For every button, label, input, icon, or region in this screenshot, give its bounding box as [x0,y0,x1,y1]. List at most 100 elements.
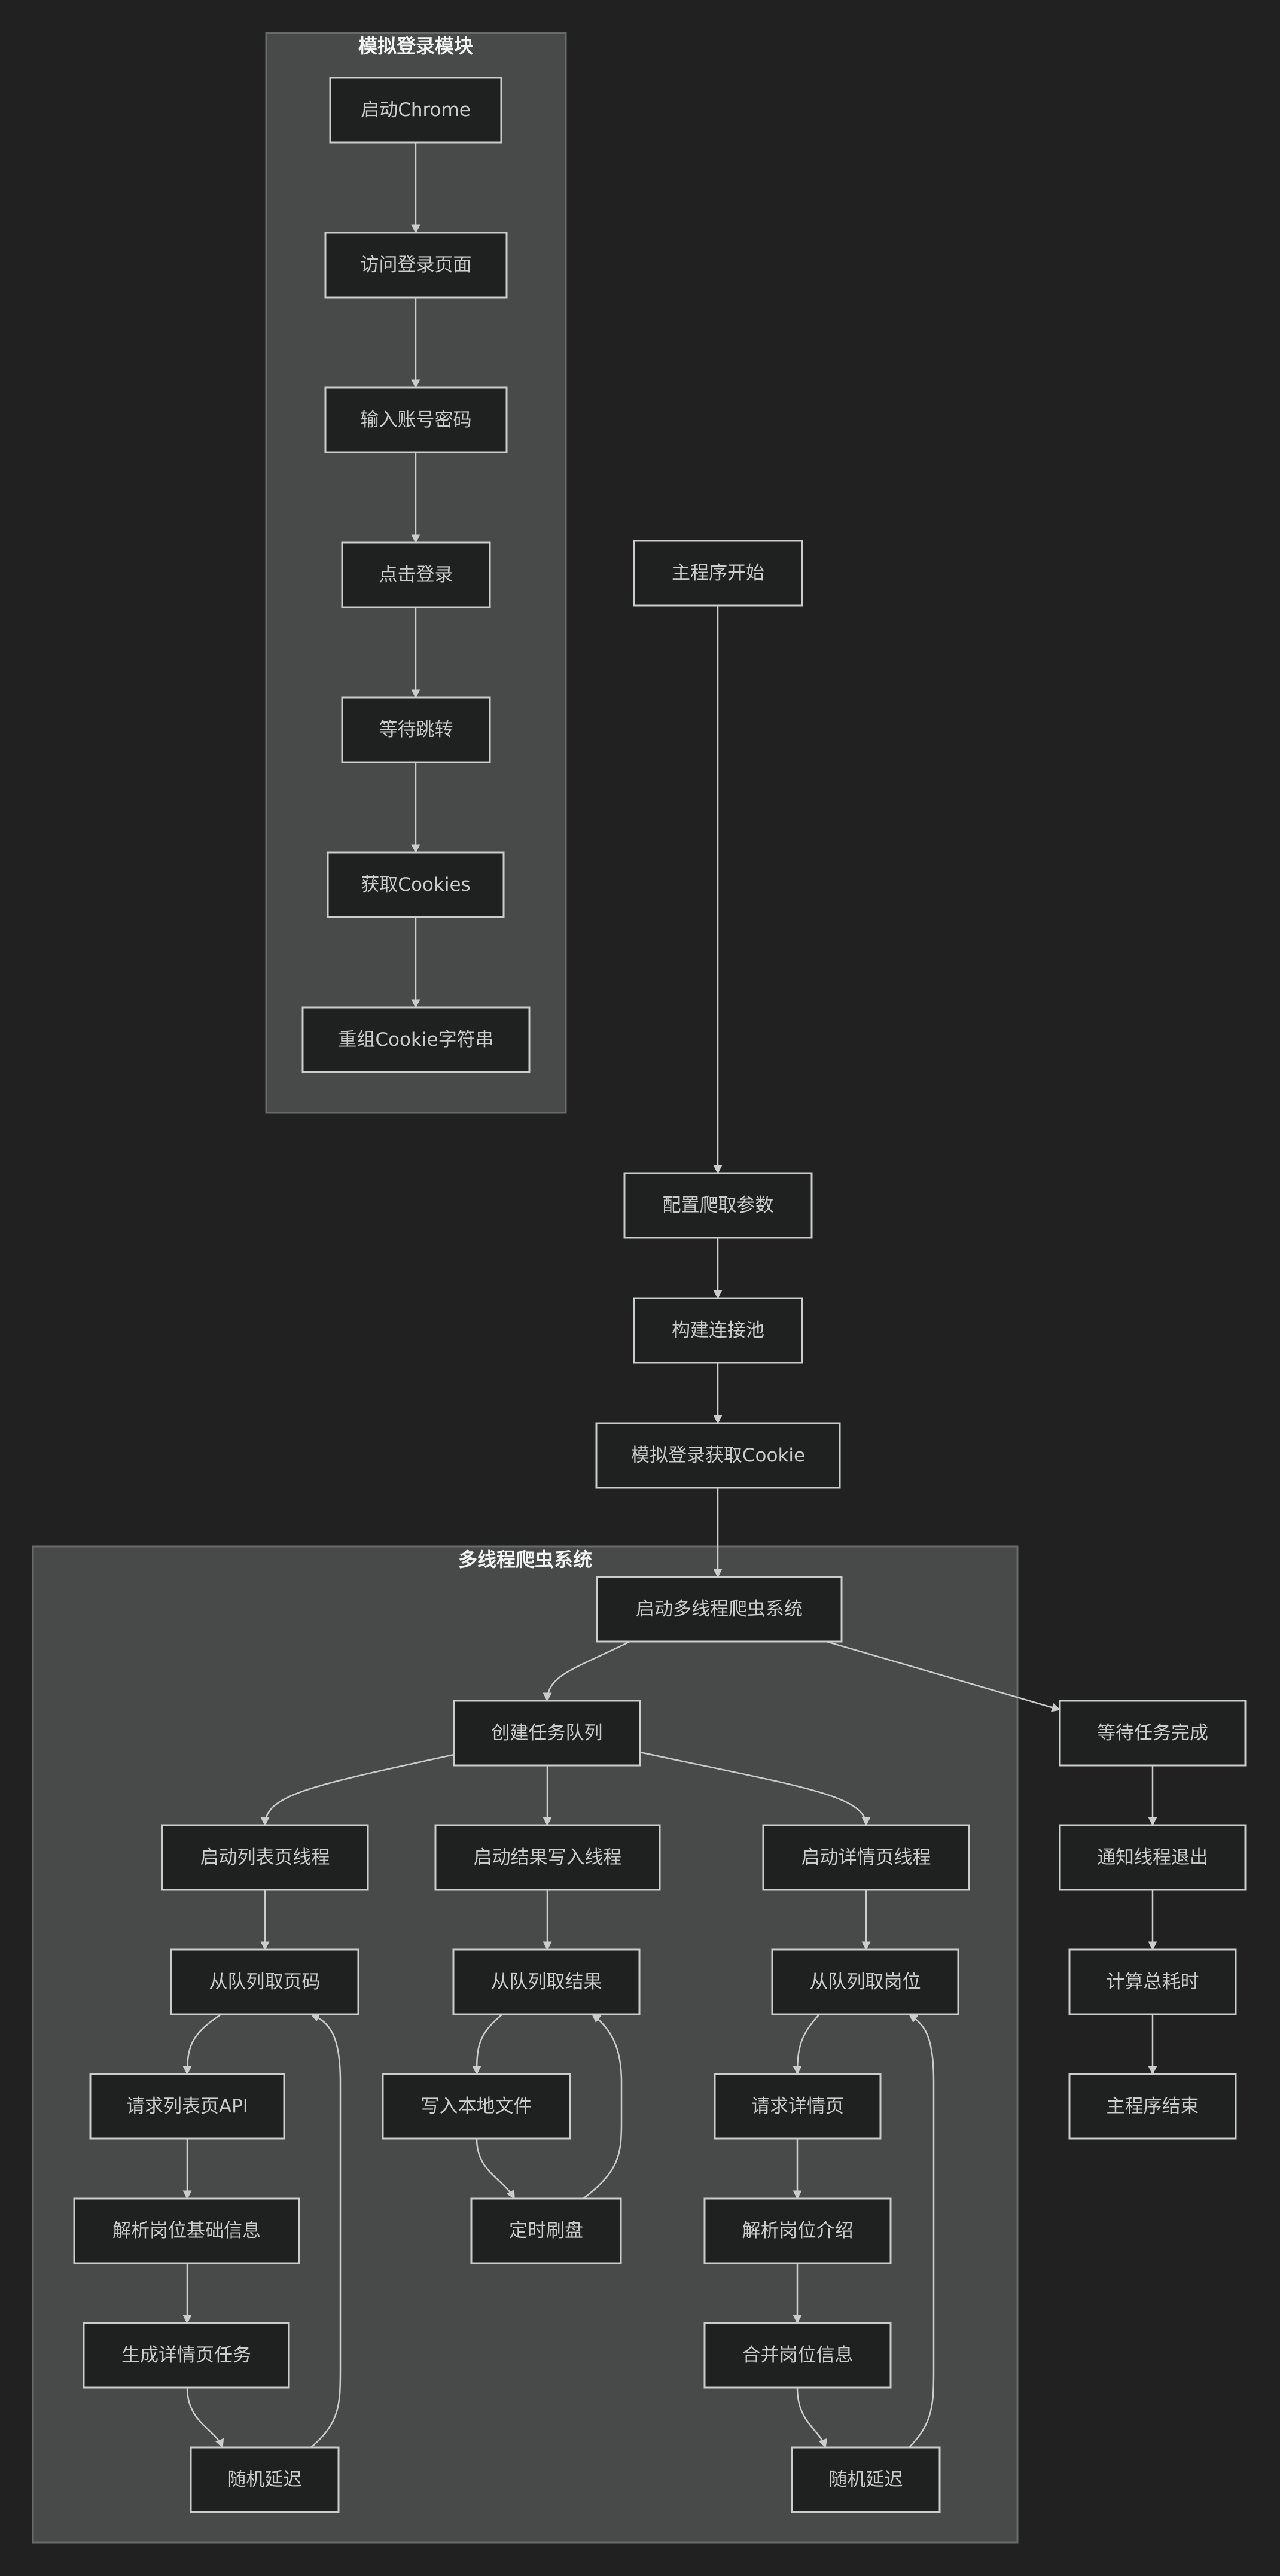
node-label: 通知线程退出 [1097,1847,1208,1868]
node-box [301,1006,531,1073]
node-box [596,1576,843,1643]
node-rebuild-cookie: 重组Cookie字符串 [301,1006,531,1073]
edge-arrow [583,2014,623,2199]
edge-arrow [908,2013,935,2448]
node-box [161,1824,369,1891]
edges [182,143,1157,2449]
node-label: 随机延迟 [228,2469,302,2490]
node-create-queue: 创建任务队列 [453,1700,641,1767]
node-config-params: 配置爬取参数 [623,1172,813,1239]
node-label: 启动详情页线程 [801,1847,931,1868]
node-box [1068,1948,1237,2015]
edge-arrow [793,2014,820,2075]
node-label: 模拟登录获取Cookie [631,1445,805,1466]
node-label: 输入账号密码 [361,409,472,431]
node-calc-time: 计算总耗时 [1068,1948,1237,2015]
node-parse-intro: 解析岗位介绍 [703,2197,892,2264]
node-label: 启动多线程爬虫系统 [636,1598,803,1620]
node-box [453,1700,641,1767]
node-label: 解析岗位基础信息 [112,2220,261,2242]
edge-arrow [796,2387,827,2449]
node-label: 构建连接池 [672,1320,764,1341]
cluster-crawler: 多线程爬虫系统 [32,1545,1019,2544]
node-box [1059,1824,1247,1891]
node-gen-detail-task: 生成详情页任务 [83,2322,290,2389]
node-main-start: 主程序开始 [633,540,803,607]
node-label: 定时刷盘 [509,2220,583,2242]
node-box [327,851,505,918]
node-request-detail: 请求详情页 [714,2073,882,2140]
node-label: 解析岗位介绍 [742,2220,854,2242]
node-take-page: 从队列取页码 [170,1948,359,2015]
node-take-result: 从队列取结果 [452,1948,641,2015]
node-box [341,541,491,608]
node-label: 启动结果写入线程 [474,1847,622,1868]
node-label: 点击登录 [379,564,453,586]
node-random-delay-list: 随机延迟 [190,2446,340,2513]
node-label: 等待跳转 [379,719,453,741]
node-label: 写入本地文件 [421,2096,532,2117]
node-take-job: 从队列取岗位 [771,1948,959,2015]
node-wait-redirect: 等待跳转 [341,696,491,763]
node-label: 请求详情页 [751,2096,844,2117]
node-box [341,696,491,763]
node-label: 主程序结束 [1107,2096,1199,2117]
node-label: 启动Chrome [361,99,471,121]
node-write-file: 写入本地文件 [382,2073,571,2140]
node-label: 创建任务队列 [492,1722,603,1744]
node-random-delay-detail: 随机延迟 [791,2446,941,2513]
edge-arrow [260,1753,455,1826]
edge-arrow [476,2138,516,2200]
node-start-crawler: 启动多线程爬虫系统 [596,1576,843,1643]
node-label: 重组Cookie字符串 [338,1029,493,1051]
node-request-list-api: 请求列表页API [89,2073,285,2140]
node-input-account: 输入账号密码 [324,386,508,453]
node-box [434,1824,661,1891]
node-visit-login: 访问登录页面 [324,232,508,299]
node-label: 等待任务完成 [1097,1722,1208,1744]
node-box [714,2073,882,2140]
node-parse-basic: 解析岗位基础信息 [73,2197,300,2264]
edge-arrow [639,1751,871,1826]
node-label: 计算总耗时 [1107,1971,1199,1993]
node-start-list-thread: 启动列表页线程 [161,1824,369,1891]
node-label: 启动列表页线程 [200,1847,330,1868]
node-label: 生成详情页任务 [121,2344,251,2366]
edge-arrow [543,1640,630,1702]
node-label: 配置爬取参数 [663,1195,774,1216]
node-label: 访问登录页面 [361,254,472,276]
cluster-title-crawler: 多线程爬虫系统 [458,1548,592,1571]
node-box [633,1297,803,1364]
node-start-chrome: 启动Chrome [329,77,502,144]
node-box [73,2197,300,2264]
node-box [703,2322,892,2389]
node-label: 从队列取岗位 [810,1971,921,1993]
node-box [791,2446,941,2513]
edge-arrow [186,2387,224,2449]
node-label: 请求列表页API [126,2096,248,2117]
node-label: 从队列取结果 [491,1971,602,1993]
node-merge-job: 合并岗位信息 [703,2322,892,2389]
node-start-writer-thread: 启动结果写入线程 [434,1824,661,1891]
node-flush-disk: 定时刷盘 [470,2197,622,2264]
edge-arrow [310,2013,342,2448]
node-box [324,386,508,453]
node-box [170,1948,359,2015]
cluster-title-login: 模拟登录模块 [358,35,473,57]
node-label: 获取Cookies [361,874,470,896]
node-box [595,1422,841,1489]
node-box [382,2073,571,2140]
node-box [633,540,803,607]
node-sim-login: 模拟登录获取Cookie [595,1422,841,1489]
node-click-login: 点击登录 [341,541,491,608]
node-box [83,2322,290,2389]
node-box [329,77,502,144]
node-box [762,1824,970,1891]
node-label: 合并岗位信息 [742,2344,854,2366]
node-box [452,1948,641,2015]
node-box [324,232,508,299]
node-box [623,1172,813,1239]
edge-arrow [472,2014,503,2075]
